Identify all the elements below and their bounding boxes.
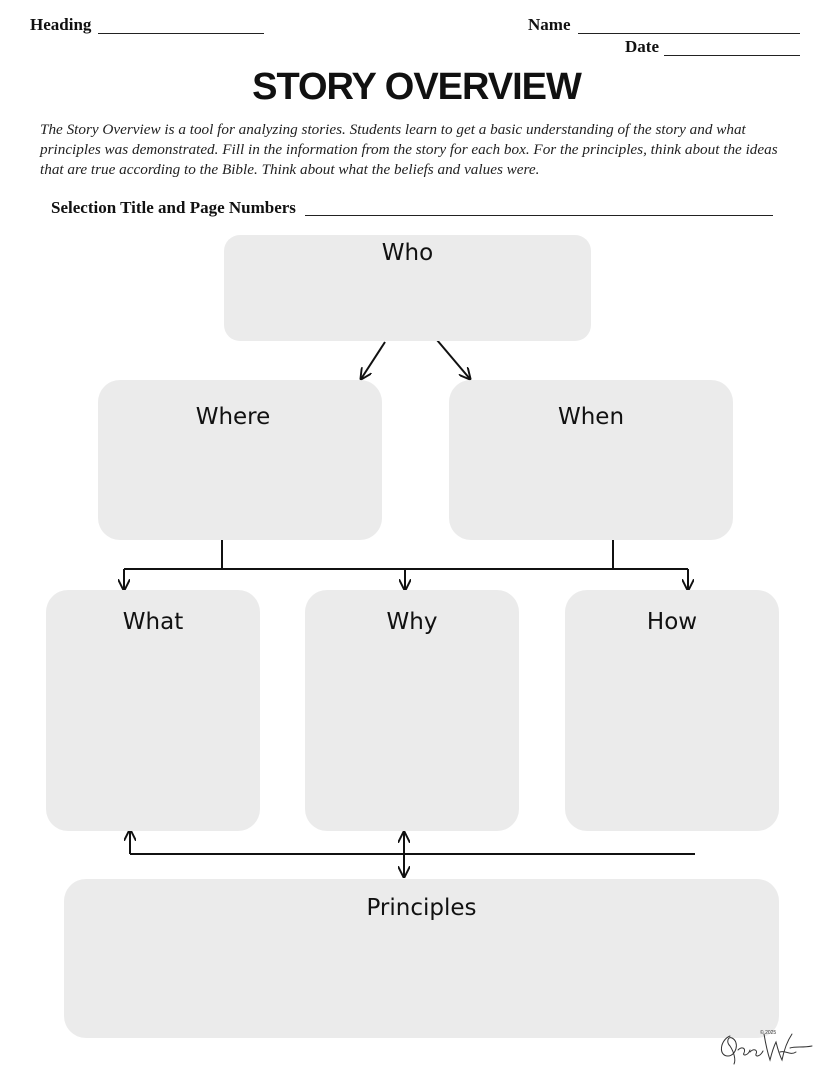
date-field[interactable] xyxy=(664,55,800,56)
when-box[interactable]: When xyxy=(449,380,733,540)
copyright-text: © 2025 xyxy=(760,1030,777,1036)
selection-field[interactable] xyxy=(305,215,773,216)
why-box[interactable]: Why xyxy=(305,590,519,831)
who-label: Who xyxy=(381,240,434,266)
how-label: How xyxy=(646,609,698,635)
heading-field[interactable] xyxy=(98,33,264,34)
instructions-text: The Story Overview is a tool for analyzi… xyxy=(40,121,778,178)
where-label: Where xyxy=(195,404,271,430)
name-field[interactable] xyxy=(578,33,800,34)
signature-logo xyxy=(721,1033,813,1065)
who-box[interactable]: Who xyxy=(224,235,591,341)
where-box[interactable]: Where xyxy=(98,380,382,540)
why-label: Why xyxy=(386,609,438,635)
arrow-who-when xyxy=(436,339,470,379)
what-box[interactable]: What xyxy=(46,590,260,831)
what-label: What xyxy=(122,609,184,635)
date-label: Date xyxy=(625,37,659,56)
page-title: STORY OVERVIEW xyxy=(252,66,582,108)
when-label: When xyxy=(557,404,625,430)
how-box[interactable]: How xyxy=(565,590,779,831)
arrow-who-where xyxy=(361,341,386,379)
principles-label: Principles xyxy=(366,895,477,921)
heading-label: Heading xyxy=(30,15,92,34)
principles-box[interactable]: Principles xyxy=(64,879,779,1038)
selection-label: Selection Title and Page Numbers xyxy=(51,198,296,217)
name-label: Name xyxy=(528,15,571,34)
